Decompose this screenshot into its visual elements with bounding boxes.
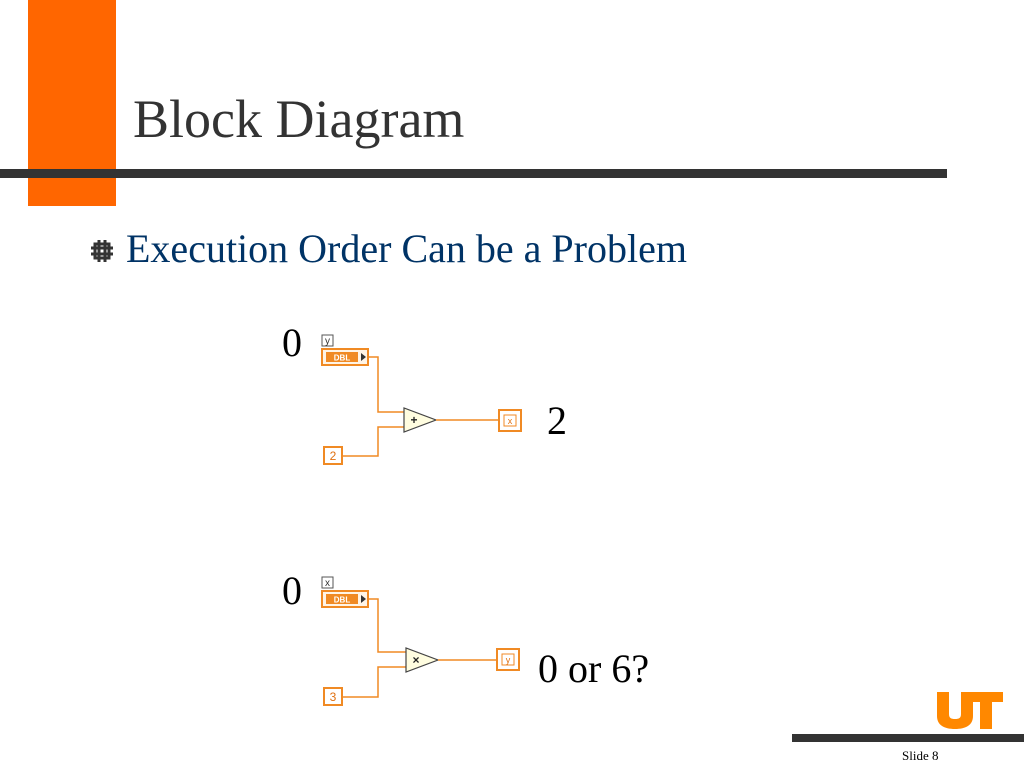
top-constant-text: 2 [330, 449, 337, 463]
top-wire-upper [368, 356, 404, 413]
top-output-label: x [508, 416, 513, 426]
top-dbl-text: DBL [334, 354, 351, 363]
bullet-text: Execution Order Can be a Problem [126, 226, 687, 271]
bottom-dbl-text: DBL [334, 596, 351, 605]
ut-logo-icon [937, 692, 1003, 729]
top-addition-diagram: y DBL 2 + x [321, 334, 522, 465]
top-variable-label: y [325, 336, 330, 347]
bottom-dbl-arrow-icon [361, 595, 366, 603]
bottom-multiply-symbol: × [412, 653, 419, 667]
top-result-value: 2 [547, 398, 567, 443]
top-input-value: 0 [282, 320, 302, 365]
bottom-output-inner [501, 653, 515, 666]
top-dbl-arrow-icon [361, 353, 366, 361]
bottom-input-value: 0 [282, 568, 302, 613]
bottom-constant-box [323, 687, 343, 706]
bottom-variable-box [321, 576, 334, 589]
slide-number: Slide 8 [902, 748, 939, 763]
bottom-wire-lower [343, 666, 406, 698]
bottom-result-value: 0 or 6? [538, 646, 650, 691]
bottom-constant-text: 3 [330, 690, 337, 704]
top-dbl-tag [326, 352, 358, 362]
slide-title: Block Diagram [133, 89, 465, 149]
bottom-output-label: y [506, 655, 511, 665]
top-add-symbol: + [410, 413, 417, 427]
square-grid-bullet-icon [91, 240, 113, 262]
bottom-multiply-node [405, 647, 440, 673]
top-output-inner [503, 414, 517, 427]
bottom-wire-upper [368, 598, 406, 653]
top-variable-box [321, 334, 334, 347]
bottom-dbl-tag [326, 594, 358, 604]
bottom-variable-label: x [325, 578, 330, 589]
bottom-multiply-diagram: x DBL 3 × y [321, 576, 520, 706]
top-wire-lower [343, 426, 404, 457]
footer-rule [792, 734, 1024, 742]
top-add-node [403, 407, 438, 433]
top-constant-box [323, 446, 343, 465]
title-rule [0, 169, 947, 178]
